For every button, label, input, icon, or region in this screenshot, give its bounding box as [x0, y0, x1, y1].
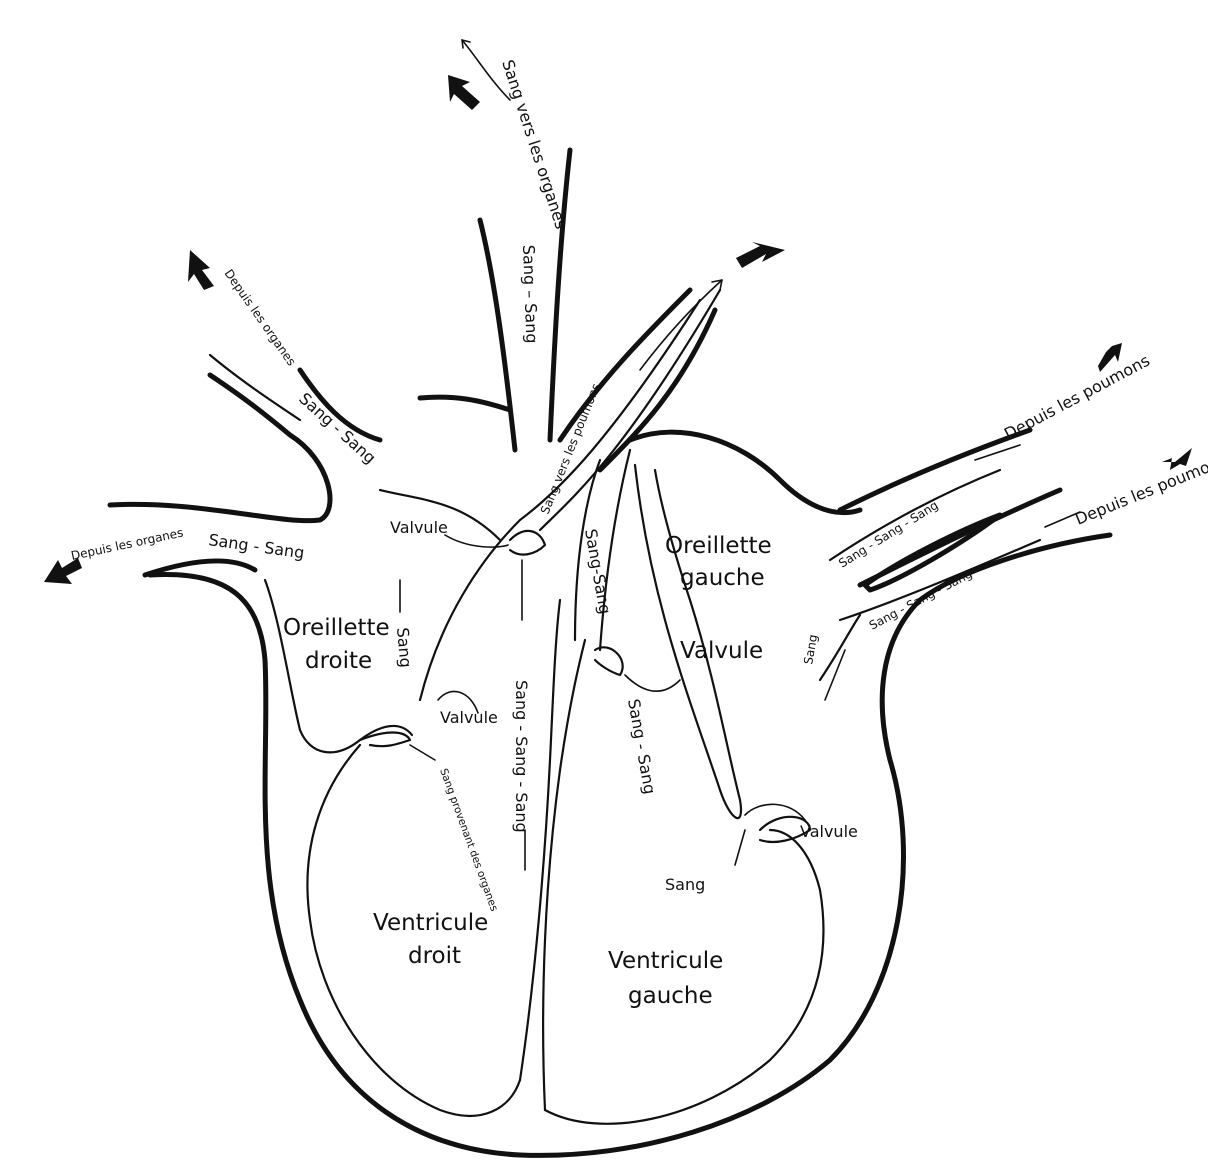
label-flow-svc: Sang - Sang — [295, 389, 379, 468]
aortic-valve — [595, 647, 623, 675]
arrow-in-organs-top — [188, 250, 214, 290]
arrow-out-pulmonary — [736, 242, 785, 268]
label-pv-blood: Sang — [801, 633, 820, 665]
arrow-out-aorta — [448, 75, 480, 110]
label-left-ventricle-1: Ventricule — [608, 948, 723, 974]
label-right-atrium-1: Oreillette — [283, 615, 390, 641]
left-atrium-top — [630, 432, 860, 513]
septum-right — [543, 640, 585, 1110]
label-from-organs-left: Depuis les organes — [70, 525, 185, 562]
label-from-organs-top: Depuis les organes — [222, 267, 299, 369]
vena-cava-left-upper — [110, 375, 330, 521]
label-pv-flow-upper: Sang - Sang - Sang — [836, 498, 941, 571]
flow-valve-curve — [445, 535, 508, 547]
septum-left — [520, 600, 560, 1080]
label-sang-sang: Sang-Sang — [581, 527, 615, 615]
label-ra-blood: Sang — [393, 627, 415, 669]
label-pv-flow-lower: Sang - Sang - Sang — [867, 567, 975, 633]
flow-ra-down — [410, 745, 435, 760]
label-valve-top: Valvule — [390, 518, 448, 537]
pulmonary-channel-right — [540, 290, 720, 530]
pulmonary-valve — [510, 531, 545, 555]
la-inner-lower — [820, 615, 860, 680]
label-lv-flow: Sang - Sang — [624, 697, 659, 795]
label-left-ventricle-2: gauche — [628, 983, 713, 1009]
label-right-ventricle-1: Ventricule — [373, 910, 488, 936]
flow-lv-curve — [625, 675, 680, 691]
label-flow-ivc: Sang - Sang — [207, 530, 305, 562]
aorta-left-wall — [480, 220, 515, 450]
flow-lv-down — [735, 830, 745, 865]
label-from-lungs-upper: Depuis les poumons — [1001, 351, 1153, 444]
label-right-atrium-2: droite — [305, 648, 372, 674]
label-right-ventricle-2: droit — [408, 943, 461, 969]
label-rv-flow: Sang - Sang - Sang — [512, 680, 531, 833]
pulmonary-channel-left — [420, 300, 700, 700]
label-aorta-flow: Sang – Sang — [519, 244, 541, 343]
label-blood-to-organs: Sang vers les organes — [498, 57, 571, 231]
label-left-atrium-1: Oreillette — [665, 533, 772, 559]
label-blood-lv: Sang — [665, 875, 705, 894]
label-from-lungs-lower: Depuis les poumons — [1072, 450, 1208, 528]
label-valve-ra: Valvule — [440, 708, 498, 727]
label-valve-left: Valvule — [680, 638, 763, 664]
aortic-arch-vessel — [420, 397, 510, 410]
label-left-atrium-2: gauche — [680, 565, 765, 591]
label-blood-from-organs: Sang provenant des organes — [437, 767, 500, 913]
label-valve-lv: Valvule — [800, 822, 858, 841]
